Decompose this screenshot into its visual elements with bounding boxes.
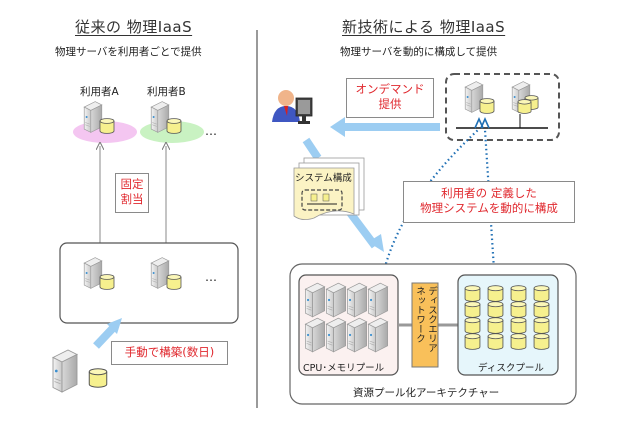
pool-disk-icon xyxy=(533,301,550,318)
pool-disk-icon xyxy=(464,333,481,350)
system-config-document-icon xyxy=(293,157,365,220)
left-subtitle: 物理サーバを利用者ごとで提供 xyxy=(55,46,202,58)
connection-peaks-icon xyxy=(474,117,490,129)
manual-build-label: 手動で構築(数日) xyxy=(111,341,228,365)
fixed-assignment-label: 固定 割当 xyxy=(115,173,149,213)
disk-area-network-label: ディスクエリア ネットワーク xyxy=(413,286,437,366)
ellipsis-more-servers: … xyxy=(205,270,217,284)
right-subtitle: 物理サーバを動的に構成して提供 xyxy=(340,46,498,58)
pool-server-icon xyxy=(367,282,389,318)
pool-disk-icon xyxy=(510,301,527,318)
server-icon xyxy=(150,101,170,133)
left-server-group xyxy=(59,242,239,324)
pool-disk-icon xyxy=(487,285,504,302)
ellipsis-more-users: … xyxy=(205,124,217,138)
pool-server-icon xyxy=(304,282,326,318)
pool-server-icon xyxy=(325,282,347,318)
server-icon xyxy=(52,349,78,393)
manual-build-arrow xyxy=(97,318,122,345)
pool-disk-icon xyxy=(464,301,481,318)
pool-disk-icon xyxy=(533,285,550,302)
resource-pool-architecture-label: 資源プール化アーキテクチャー xyxy=(353,387,500,399)
on-demand-line2: 提供 xyxy=(378,97,402,111)
config-to-pool-arrow-shaft xyxy=(344,207,379,249)
on-demand-label: オンデマンド 提供 xyxy=(346,78,434,118)
configured-system-box xyxy=(445,73,560,141)
dynamic-config-line2: 物理システムを動的に構成 xyxy=(420,201,558,215)
config-to-pool-arrow-head xyxy=(368,234,384,252)
pool-disk-icon xyxy=(487,333,504,350)
disk-area-network-box xyxy=(411,282,439,368)
disk-icon xyxy=(166,274,182,290)
pool-disk-icon xyxy=(533,333,550,350)
left-title: 従来の 物理IaaS xyxy=(75,18,193,36)
disk-pool-box xyxy=(457,274,559,376)
pool-disk-icon xyxy=(533,317,550,334)
pool-disk-icon xyxy=(464,317,481,334)
disk-pool-label: ディスクプール xyxy=(478,363,544,374)
disk-icon xyxy=(88,368,108,388)
pool-server-icon xyxy=(367,317,389,353)
dynamic-config-line1: 利用者の 定義した xyxy=(441,186,537,200)
disk-icon xyxy=(166,118,182,134)
pool-disk-icon xyxy=(487,317,504,334)
pool-disk-icon xyxy=(487,301,504,318)
disk-icon xyxy=(99,118,115,134)
disk-icon xyxy=(479,98,495,114)
config-to-pool-arrow-upper xyxy=(302,137,322,161)
dynamic-config-label: 利用者の 定義した 物理システムを動的に構成 xyxy=(403,181,575,223)
user-b-label: 利用者B xyxy=(147,86,186,98)
disk-icon xyxy=(517,99,532,114)
cpu-memory-pool-label: CPU･メモリプール xyxy=(303,363,385,374)
user-a-label: 利用者A xyxy=(80,86,119,98)
on-demand-arrow xyxy=(330,117,440,137)
right-title: 新技術による 物理IaaS xyxy=(342,18,506,36)
pool-server-icon xyxy=(346,282,368,318)
fixed-assignment-line2: 割当 xyxy=(120,192,144,206)
pool-server-icon xyxy=(346,317,368,353)
pool-disk-icon xyxy=(510,333,527,350)
system-config-label: システム構成 xyxy=(295,173,352,184)
server-icon xyxy=(150,257,170,289)
server-icon xyxy=(83,257,103,289)
manual-build-arrow-shaft xyxy=(93,325,116,349)
pool-server-icon xyxy=(304,317,326,353)
on-demand-line1: オンデマンド xyxy=(355,82,425,96)
server-icon xyxy=(83,101,103,133)
pool-disk-icon xyxy=(510,285,527,302)
section-divider xyxy=(256,30,258,408)
disk-icon xyxy=(99,274,115,290)
fixed-assignment-line1: 固定 xyxy=(120,177,144,191)
pool-disk-icon xyxy=(510,317,527,334)
pool-disk-icon xyxy=(464,285,481,302)
disk-area-network-line1: ディスクエリア xyxy=(426,286,437,353)
disk-area-network-line2: ネットワーク xyxy=(414,286,425,343)
pool-server-icon xyxy=(325,317,347,353)
user-at-pc-icon xyxy=(272,90,313,124)
